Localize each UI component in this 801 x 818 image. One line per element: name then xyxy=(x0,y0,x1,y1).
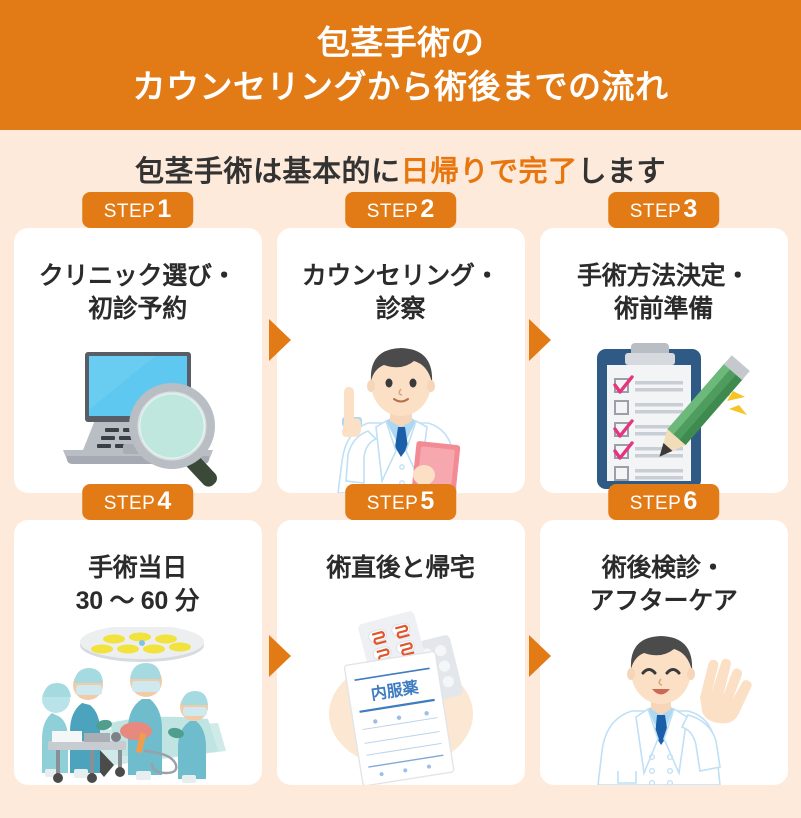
step-title-2: カウンセリング・ 診察 xyxy=(277,228,525,325)
step-title-4: 手術当日 30 〜 60 分 xyxy=(14,520,262,617)
step-badge-number-6: 6 xyxy=(683,487,698,515)
page-header: 包茎手術の カウンセリングから術後までの流れ xyxy=(0,0,801,130)
clipboard-checklist-pencil-icon xyxy=(540,328,788,493)
step-title-line2-2: 診察 xyxy=(375,294,426,323)
page-subtitle: 包茎手術は基本的に日帰りで完了します xyxy=(0,130,801,208)
steps-grid: STEP1 クリニック選び・ 初診予約 xyxy=(0,192,801,808)
laptop-magnifier-icon xyxy=(14,328,262,493)
step-badge-number-5: 5 xyxy=(420,487,435,515)
step-badge-1: STEP1 xyxy=(81,192,194,228)
step-title-line1-6: 術後検診・ xyxy=(601,554,726,582)
step-cell-1: STEP1 クリニック選び・ 初診予約 xyxy=(13,192,262,493)
step-title-3: 手術方法決定・ 術前準備 xyxy=(540,228,788,325)
step-badge-label-1: STEP xyxy=(103,201,156,222)
step-badge-label-3: STEP xyxy=(629,201,682,222)
step-title-line1-2: カウンセリング・ xyxy=(301,262,500,290)
step-cell-2: STEP2 カウンセリング・ 診察 xyxy=(276,192,525,493)
doctor-waving-icon xyxy=(540,620,788,785)
step-badge-label-4: STEP xyxy=(103,493,156,514)
step-cell-4: STEP4 手術当日 30 〜 60 分 xyxy=(13,484,262,785)
step-title-line1-3: 手術方法決定・ xyxy=(577,262,750,290)
step-card-1[interactable]: クリニック選び・ 初診予約 xyxy=(13,228,262,493)
arrow-step4-to-step5 xyxy=(269,635,291,677)
step-title-5: 術直後と帰宅 xyxy=(277,520,525,585)
page-title-line2: カウンセリングから術後までの流れ xyxy=(132,68,669,105)
step-title-line1-4: 手術当日 xyxy=(88,554,187,582)
arrow-step1-to-step2 xyxy=(269,319,291,361)
step-badge-number-3: 3 xyxy=(683,195,698,223)
arrow-step5-to-step6 xyxy=(529,635,551,677)
step-badge-2: STEP2 xyxy=(344,192,457,228)
step-title-line2-4: 30 〜 60 分 xyxy=(75,586,200,615)
page-title-line1: 包茎手術の xyxy=(316,24,485,62)
step-badge-6: STEP6 xyxy=(607,484,720,520)
arrow-step2-to-step3 xyxy=(529,319,551,361)
step-card-3[interactable]: 手術方法決定・ 術前準備 xyxy=(539,228,788,493)
doctor-pointing-icon xyxy=(277,328,525,493)
step-badge-3: STEP3 xyxy=(607,192,720,228)
step-card-5[interactable]: 術直後と帰宅 xyxy=(276,520,525,785)
step-title-line1-1: クリニック選び・ xyxy=(38,262,237,290)
step-title-1: クリニック選び・ 初診予約 xyxy=(14,228,262,325)
operating-room-icon xyxy=(14,620,262,785)
step-cell-5: STEP5 術直後と帰宅 xyxy=(276,484,525,785)
step-title-line2-6: アフターケア xyxy=(589,586,738,615)
subtitle-suffix: します xyxy=(577,156,667,188)
step-title-line2-1: 初診予約 xyxy=(88,294,187,323)
step-card-2[interactable]: カウンセリング・ 診察 xyxy=(276,228,525,493)
step-badge-4: STEP4 xyxy=(81,484,194,520)
step-badge-number-1: 1 xyxy=(157,195,172,223)
step-badge-number-4: 4 xyxy=(157,487,172,515)
medicine-envelope-icon: 内服薬 xyxy=(277,611,525,785)
step-badge-label-2: STEP xyxy=(366,201,419,222)
subtitle-prefix: 包茎手術は基本的に xyxy=(134,156,401,188)
step-cell-6: STEP6 術後検診・ アフターケア xyxy=(539,484,788,785)
step-card-6[interactable]: 術後検診・ アフターケア xyxy=(539,520,788,785)
step-badge-number-2: 2 xyxy=(420,195,435,223)
step-title-6: 術後検診・ アフターケア xyxy=(540,520,788,617)
step-badge-label-5: STEP xyxy=(366,493,419,514)
step-cell-3: STEP3 手術方法決定・ 術前準備 xyxy=(539,192,788,493)
step-title-line2-3: 術前準備 xyxy=(614,294,713,323)
step-badge-5: STEP5 xyxy=(344,484,457,520)
step-card-4[interactable]: 手術当日 30 〜 60 分 xyxy=(13,520,262,785)
step-badge-label-6: STEP xyxy=(629,493,682,514)
step-title-line1-5: 術直後と帰宅 xyxy=(326,554,475,582)
subtitle-highlight: 日帰りで完了 xyxy=(400,156,578,188)
